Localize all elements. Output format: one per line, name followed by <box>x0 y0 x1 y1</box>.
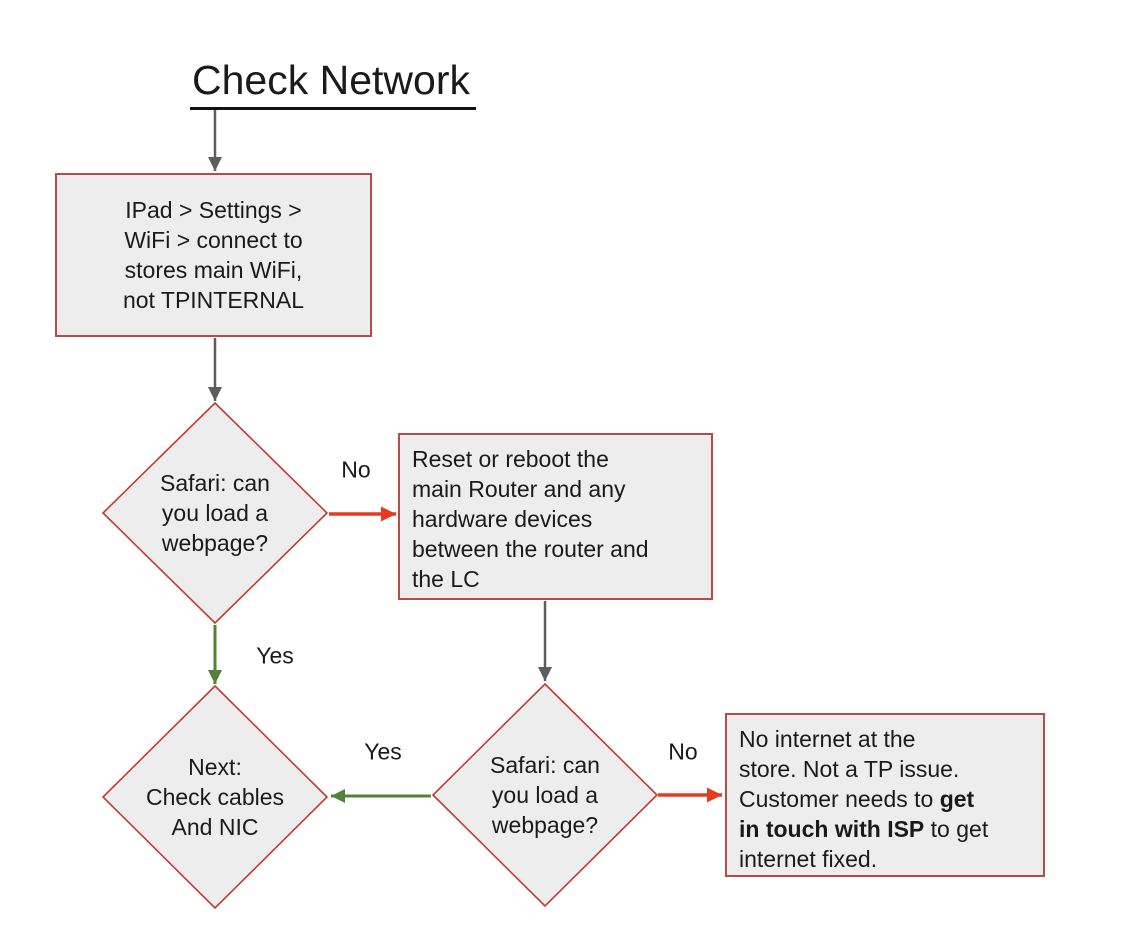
no-internet-line: in touch with ISP to get <box>739 816 989 842</box>
diamond-safari-check-1 <box>101 401 329 625</box>
page-title: Check Network <box>190 56 476 110</box>
no-internet-line: Customer needs to get <box>739 786 975 812</box>
diamond-next-check <box>101 684 329 910</box>
setup-box-line: WiFi > connect to <box>124 227 303 253</box>
isp-bold-text: in touch with ISP <box>739 816 925 842</box>
no-internet-line: store. Not a TP issue. <box>739 756 960 782</box>
edge-label-no-2: No <box>668 738 698 765</box>
diamond-safari-check-2 <box>431 682 659 908</box>
no-internet-box: No internet at the store. Not a TP issue… <box>725 713 1045 877</box>
no-internet-line: internet fixed. <box>739 846 878 872</box>
edge-label-yes-1: Yes <box>256 642 294 669</box>
setup-box-line: stores main WiFi, <box>124 257 303 283</box>
reset-router-line: Reset or reboot the <box>412 446 609 472</box>
setup-box-line: not TPINTERNAL <box>122 287 305 313</box>
reset-router-line: main Router and any <box>412 476 626 502</box>
setup-box-line: IPad > Settings > <box>125 197 302 223</box>
isp-bold-text: get <box>939 786 975 812</box>
setup-box: IPad > Settings > WiFi > connect to stor… <box>55 173 372 337</box>
edge-label-yes-2: Yes <box>364 738 402 765</box>
edge-label-no-1: No <box>341 456 371 483</box>
reset-router-line: between the router and <box>412 536 649 562</box>
reset-router-line: hardware devices <box>412 506 593 532</box>
reset-router-line: the LC <box>412 566 480 592</box>
no-internet-line: No internet at the <box>739 726 916 752</box>
reset-router-box: Reset or reboot the main Router and any … <box>398 433 713 600</box>
